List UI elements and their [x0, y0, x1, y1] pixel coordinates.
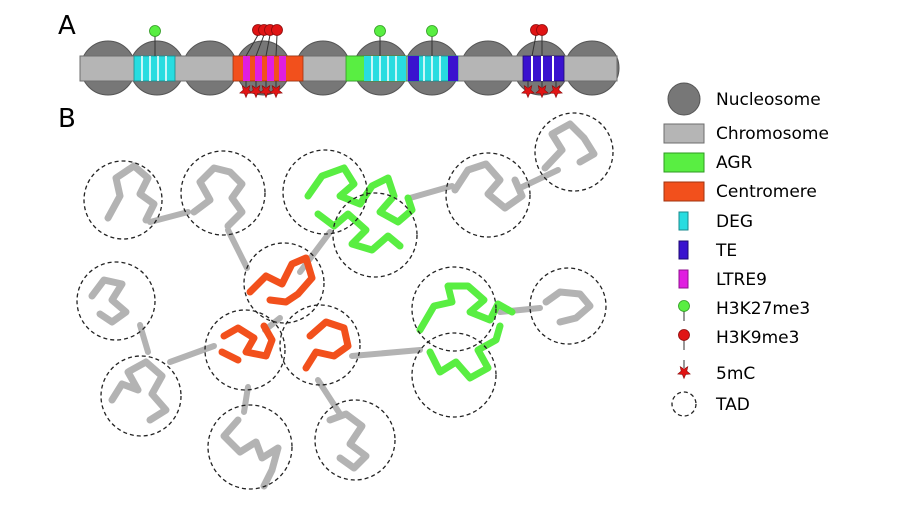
- legend-label: Nucleosome: [716, 90, 821, 110]
- star-5mc-icon: [535, 85, 549, 99]
- legend-label: AGR: [716, 153, 753, 173]
- centromere-block: [232, 55, 304, 82]
- ltre9-stripe: [279, 56, 286, 81]
- legend-label: H3K27me3: [716, 299, 810, 319]
- legend-label: DEG: [716, 212, 753, 232]
- h3k9me3-marks: [245, 24, 548, 57]
- tad-circles: [76, 112, 614, 490]
- ltre9-stripe: [267, 56, 274, 81]
- legend-swatch-ltre9: [678, 269, 689, 289]
- legend-label: LTRE9: [716, 270, 767, 290]
- panel-b-label: B: [58, 104, 76, 134]
- deg-block: [133, 55, 176, 82]
- legend-swatch-tad: [671, 391, 697, 417]
- legend-swatch-nucleosome: [667, 82, 701, 116]
- ltre9-stripe: [255, 56, 262, 81]
- legend-swatch-deg: [678, 211, 689, 231]
- 5mc-marks: [239, 81, 563, 99]
- legend-swatch-h3k27me3: [678, 300, 690, 321]
- panel-a-label: A: [58, 11, 76, 41]
- legend-swatch-agr: [663, 152, 705, 173]
- ltre9-stripe: [243, 56, 250, 81]
- legend-label: 5mC: [716, 364, 755, 384]
- legend-swatch-centromere: [663, 181, 705, 202]
- legend-label: H3K9me3: [716, 328, 799, 348]
- star-5mc-icon: [677, 366, 691, 380]
- legend-swatch-chromosome: [663, 123, 705, 144]
- legend-swatch-5mc: [677, 360, 691, 380]
- h3k27me3-marks: [149, 25, 438, 56]
- legend: Nucleosome Chromosome AGR Centromere DEG…: [663, 82, 829, 417]
- legend-swatch-te: [678, 240, 689, 260]
- legend-label: TAD: [715, 395, 750, 415]
- legend-label: TE: [715, 241, 737, 261]
- red-fibers: [218, 254, 352, 372]
- star-5mc-icon: [549, 85, 563, 99]
- star-5mc-icon: [521, 85, 535, 99]
- gray-fibers: [88, 120, 598, 490]
- legend-swatch-h3k9me3: [678, 329, 690, 350]
- te-block: [522, 55, 565, 82]
- te-deg-block: [407, 55, 459, 82]
- green-fibers: [304, 164, 516, 382]
- star-5mc-icon: [269, 85, 283, 99]
- agr-block: [345, 55, 407, 82]
- legend-label: Chromosome: [716, 124, 829, 144]
- legend-label: Centromere: [716, 182, 817, 202]
